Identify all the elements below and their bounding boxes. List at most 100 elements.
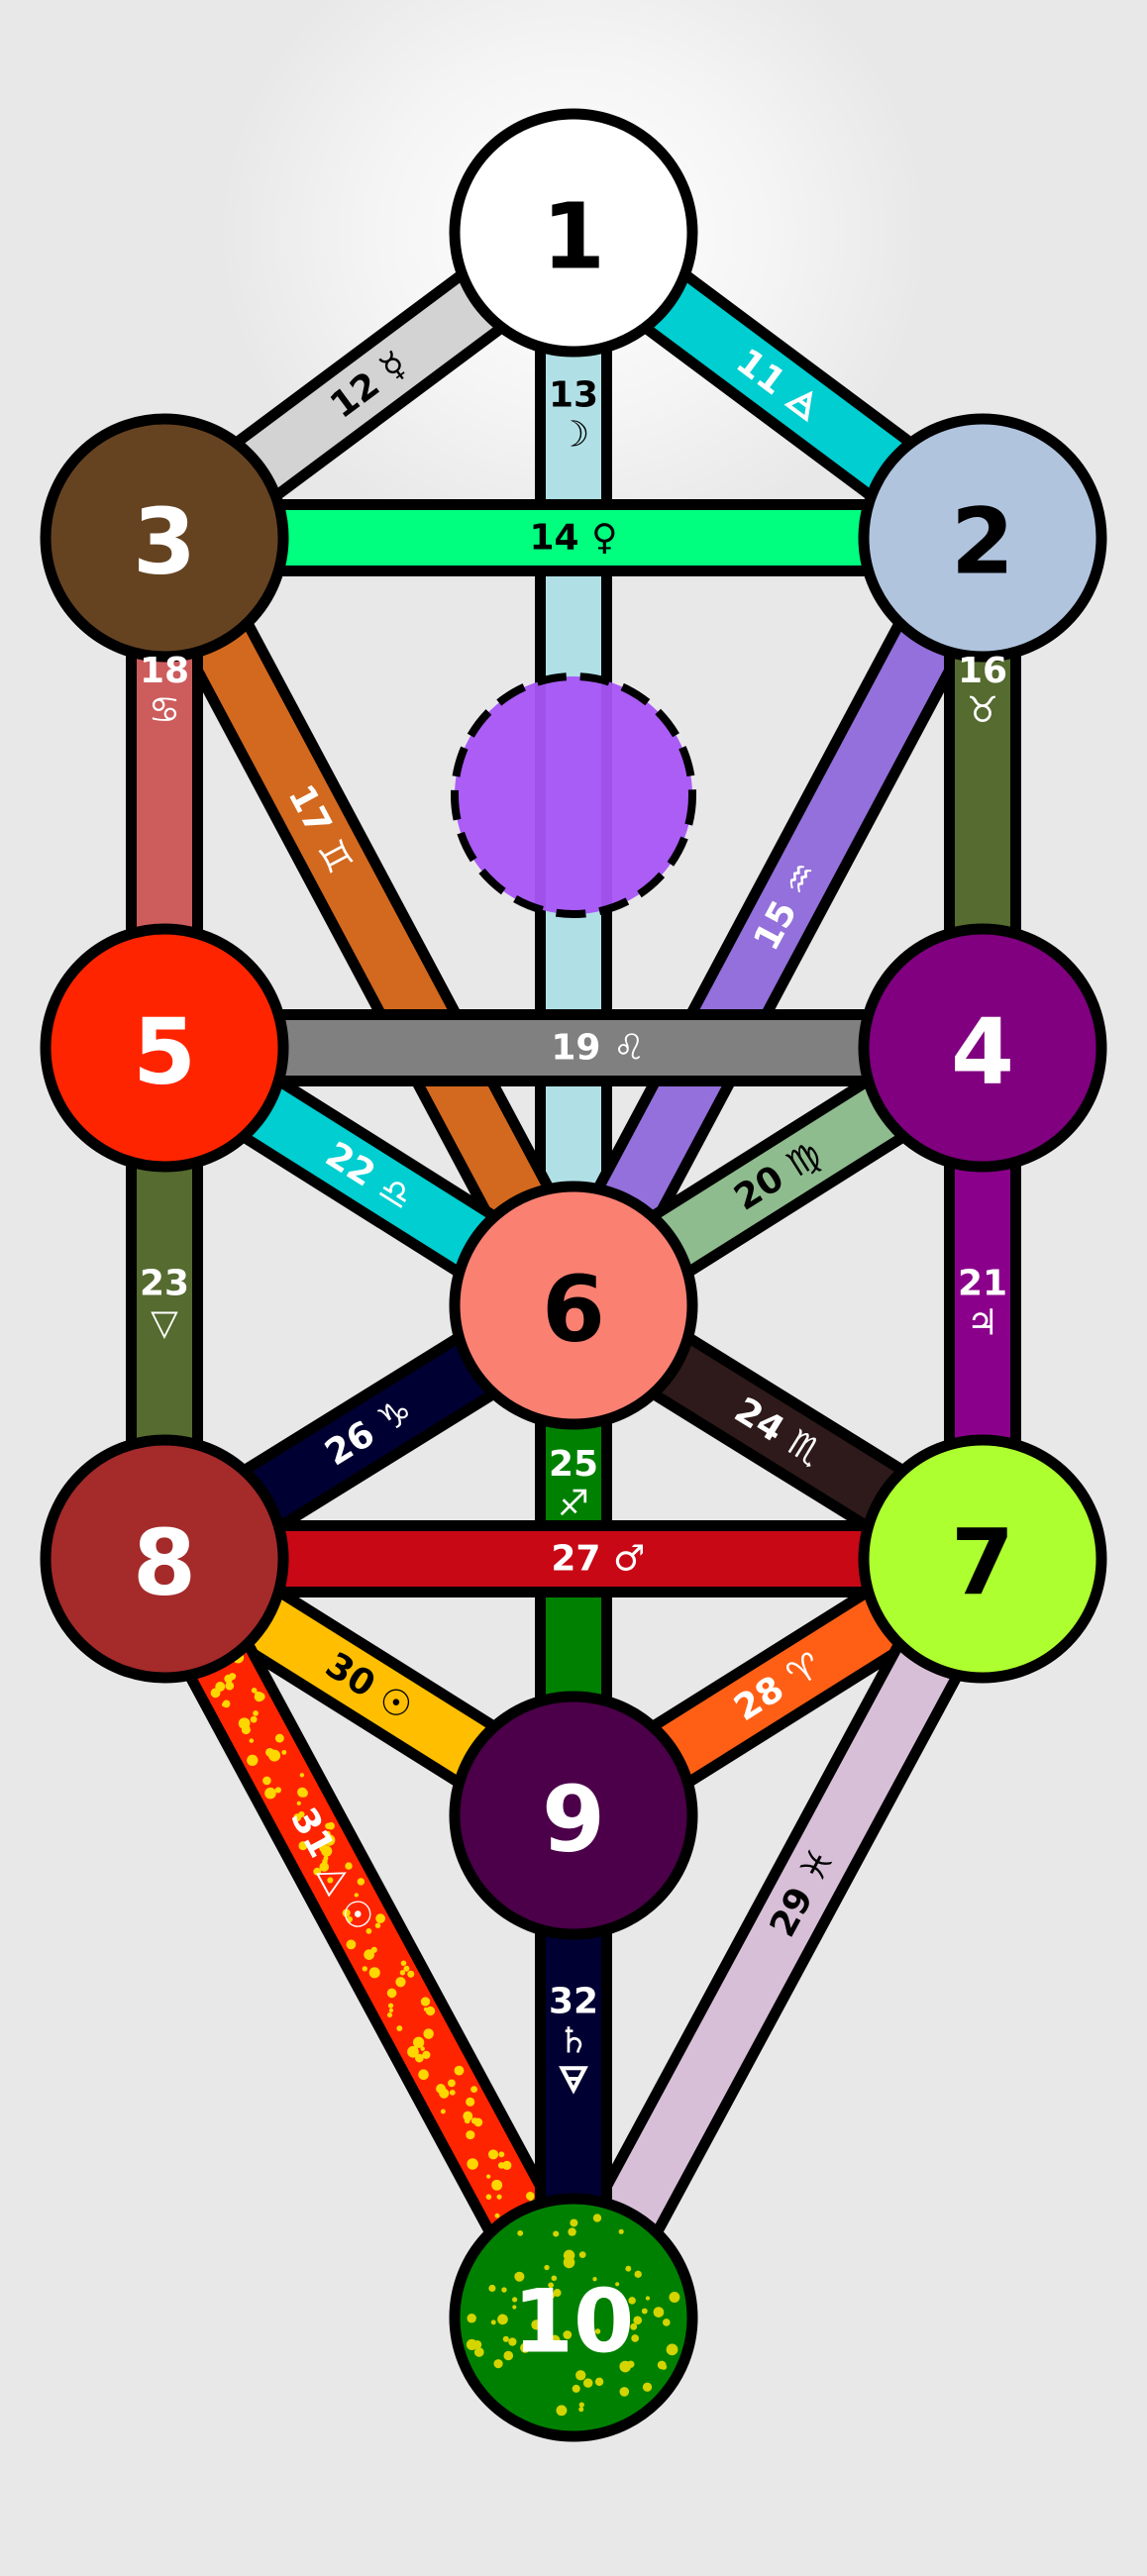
speckle	[255, 1691, 261, 1698]
speckle	[512, 2297, 518, 2303]
speckle	[323, 1834, 336, 1846]
speckle	[448, 2079, 456, 2088]
speckle	[395, 1977, 406, 1988]
path-29-band	[549, 1545, 1007, 2331]
speckle	[407, 2045, 419, 2058]
speckle	[415, 2053, 424, 2063]
sephirah-7: 7	[858, 1434, 1107, 1684]
speckle	[575, 2370, 586, 2381]
path-25-label-line: ♐	[558, 1484, 589, 1524]
speckle	[298, 1841, 308, 1851]
path-23-label-line: 23	[140, 1264, 189, 1304]
path-15-band	[549, 524, 1007, 1319]
speckle	[420, 1997, 431, 2007]
speckle	[324, 1830, 331, 1837]
speckle	[630, 2322, 638, 2330]
path-17	[130, 519, 608, 1324]
speckle	[487, 2149, 499, 2160]
path-18-label-line: 18	[140, 651, 189, 691]
speckle	[549, 2334, 561, 2346]
speckle	[386, 2012, 393, 2018]
path-23-label: 23▽	[140, 1264, 189, 1344]
sephirah-6-number: 6	[542, 1257, 605, 1363]
speckle	[466, 2338, 477, 2350]
speckle	[592, 2214, 602, 2222]
speckle	[249, 1738, 255, 1743]
speckle	[501, 2287, 507, 2293]
speckle	[512, 2305, 517, 2310]
speckle	[570, 2218, 578, 2227]
sephirah-8: 8	[40, 1434, 289, 1684]
speckle	[322, 1858, 328, 1865]
sephirah-7-disc	[858, 1434, 1107, 1684]
path-14-label-line: 14 ♀	[530, 518, 618, 559]
speckle	[491, 2179, 503, 2191]
path-32-label: 32♄🜃	[549, 1982, 598, 2102]
speckle	[498, 2151, 505, 2158]
sephirah-10-disc	[449, 2193, 698, 2442]
speckle	[514, 2271, 525, 2282]
speckle	[517, 2229, 524, 2236]
speckle	[423, 2028, 434, 2039]
speckle	[224, 1674, 233, 1684]
speckle	[578, 2402, 584, 2408]
sephirah-2-disc	[858, 413, 1107, 663]
speckle	[400, 1960, 407, 1966]
sephirah-10: 10	[449, 2193, 698, 2442]
speckle	[497, 2314, 508, 2325]
sephirah-9: 9	[449, 1691, 698, 1940]
path-17-band	[140, 524, 598, 1319]
speckle	[553, 2289, 562, 2298]
speckle	[274, 1787, 281, 1794]
speckle	[599, 2348, 604, 2353]
speckle	[526, 2191, 535, 2201]
path-18-label: 18♋	[140, 651, 189, 731]
speckle	[467, 2314, 476, 2323]
speckle	[265, 1747, 274, 1757]
speckle	[641, 2308, 648, 2315]
speckle	[544, 2264, 550, 2271]
speckle	[238, 1717, 251, 1729]
speckle	[357, 1878, 365, 1886]
sephirah-1-disc	[449, 108, 698, 358]
path-21-label: 21♃	[958, 1264, 1007, 1344]
speckle	[418, 2069, 429, 2081]
speckle	[488, 2284, 496, 2293]
speckle	[531, 2319, 542, 2330]
speckle	[346, 1939, 357, 1950]
sephirah-4-number: 4	[951, 999, 1014, 1105]
sephirah-5-number: 5	[133, 999, 196, 1105]
speckle	[473, 2347, 484, 2357]
speckle	[470, 2086, 477, 2094]
path-14-label: 14 ♀	[530, 518, 618, 559]
speckle	[420, 2046, 425, 2051]
path-15	[539, 519, 1017, 1324]
speckle	[662, 2318, 671, 2326]
sephirah-10-number: 10	[513, 2271, 634, 2373]
speckle	[375, 1913, 385, 1923]
sephirah-2-number: 2	[951, 489, 1014, 595]
speckle	[354, 1893, 359, 1898]
speckle	[325, 1822, 332, 1829]
speckle	[669, 2292, 680, 2303]
speckle	[386, 1988, 397, 1999]
path-16-label-line: ♉	[967, 690, 998, 731]
speckle	[572, 2384, 580, 2393]
speckle	[548, 2282, 555, 2289]
path-19-label-line: 19 ♌	[551, 1028, 645, 1069]
speckle	[362, 1966, 367, 1972]
path-13-label: 13☽	[549, 375, 598, 456]
speckle	[262, 1776, 271, 1786]
speckle	[321, 1845, 333, 1857]
speckle	[553, 2230, 560, 2237]
speckle	[412, 2036, 425, 2048]
path-27-label-line: 27 ♂	[551, 1539, 645, 1580]
sephirah-6-disc	[449, 1181, 698, 1430]
speckle	[454, 2065, 465, 2076]
speckle	[253, 1710, 259, 1716]
sephirah-2: 2	[858, 413, 1107, 663]
speckle	[556, 2405, 568, 2417]
speckle	[666, 2343, 678, 2356]
speckle	[657, 2310, 664, 2316]
speckle	[563, 2249, 575, 2262]
